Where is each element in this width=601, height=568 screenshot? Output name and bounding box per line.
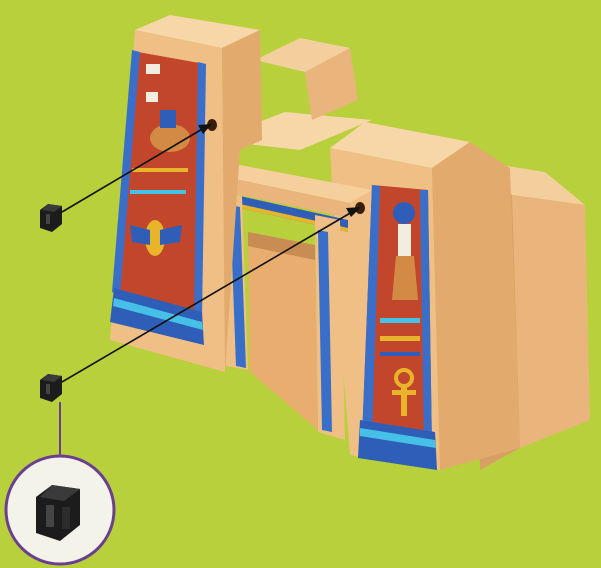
- right-pylon-side: [432, 142, 520, 470]
- right-rear-block-front: [512, 195, 590, 448]
- left-glyph-icon: [146, 64, 160, 74]
- left-glyph-icon: [146, 92, 158, 102]
- right-figure-legs: [392, 256, 418, 300]
- right-glyph-row: [380, 318, 420, 323]
- ankh-icon-arm: [392, 390, 416, 395]
- right-glyph-row: [380, 352, 420, 356]
- right-glyph-row: [380, 336, 420, 341]
- left-glyph-row: [132, 168, 188, 172]
- left-glyph-row: [130, 190, 186, 194]
- right-figure-body: [398, 224, 411, 256]
- sphinx-icon-headdress: [160, 110, 176, 128]
- right-figure-head: [393, 202, 415, 224]
